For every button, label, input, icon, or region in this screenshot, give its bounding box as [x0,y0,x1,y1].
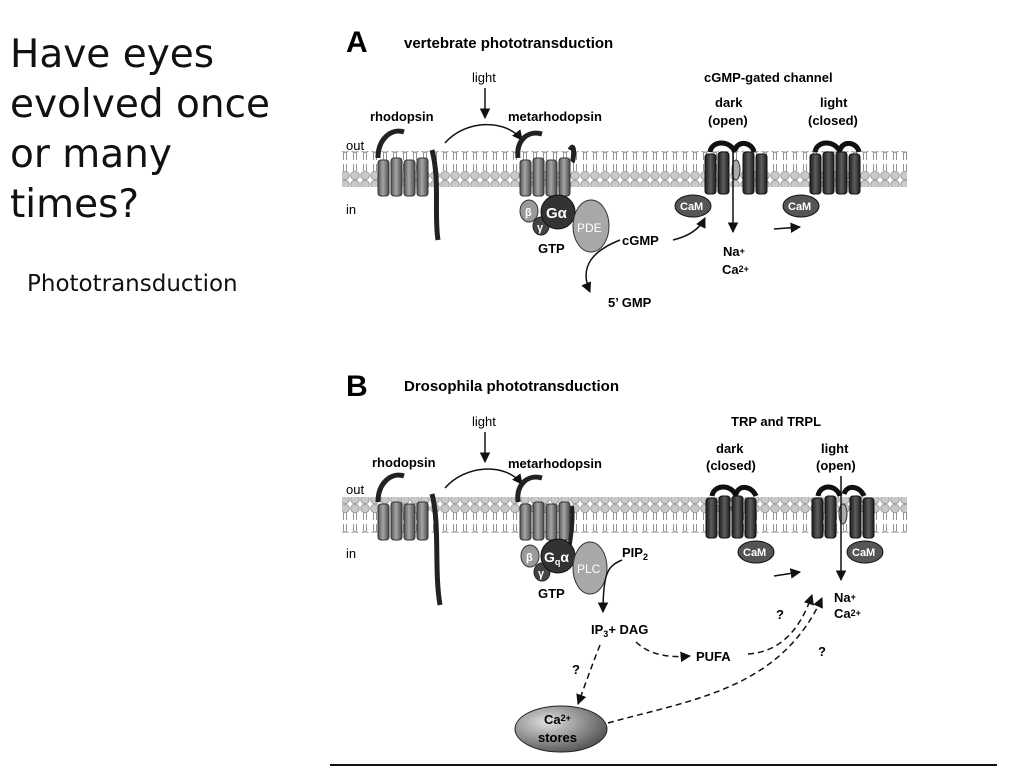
channel-title: TRP and TRPL [731,414,821,429]
light-state-heading: light [821,441,849,456]
g-alpha-subunit [540,194,576,230]
gq-alpha-label: Gqα [544,549,569,567]
trp-channel-open: CaM [811,476,884,582]
ca-label: Ca2+ [834,606,861,621]
cam-label: CaM [788,201,811,213]
gtp-label: GTP [538,586,565,601]
ca-stores [514,705,608,753]
light-state-heading: light [820,95,848,110]
store-to-channel-arrow [607,597,823,724]
trp-channel-closed: CaM [705,484,775,564]
na-label: Na+ [723,244,745,259]
plc-enzyme [572,541,608,595]
transducin-g-protein: β γ Gα GTP [519,194,576,256]
gtp-label: GTP [538,241,565,256]
gq-protein: β γ Gqα GTP [520,538,576,601]
question-mark: ? [776,607,784,622]
dark-label: dark [716,441,744,456]
pde-label: PDE [577,221,602,235]
calmodulin [846,540,884,564]
light-label: light [472,70,496,85]
cgmp-arrow [672,217,706,241]
pufa-label: PUFA [696,649,731,664]
cam-label: CaM [743,547,766,559]
transition-arrow [773,568,802,579]
slide-title: Have eyes evolved once or many times? [10,30,310,230]
beta-label: β [526,552,533,564]
transition-arrow [773,222,802,233]
light-state-label: (open) [816,458,856,473]
metarhodopsin-protein [515,474,575,556]
calmodulin [782,194,820,218]
channel-title: cGMP-gated channel [704,70,833,85]
rhodopsin-label: rhodopsin [372,455,436,470]
cgmp-channel-open: CaM [674,140,768,234]
panel-title: Drosophila phototransduction [404,378,619,395]
question-mark: ? [572,662,580,677]
in-label: in [346,202,356,217]
g-alpha-label: Gα [546,205,568,222]
phototransduction-figure: A vertebrate phototransduction out in li… [330,26,997,766]
panel-title: vertebrate phototransduction [404,35,613,52]
hydrolysis-arrow [581,239,621,293]
ca-stores-label-line2: stores [538,730,577,745]
pde-enzyme [572,199,610,253]
dark-state-label: (open) [708,113,748,128]
beta-subunit [519,199,539,223]
cgmp-channel-closed: CaM [782,140,862,218]
cam-label: CaM [680,201,703,213]
beta-subunit [520,544,540,568]
panel-b: B Drosophila phototransduction out in li… [342,370,907,753]
gamma-label: γ [538,568,545,580]
question-mark: ? [818,644,826,659]
out-label: out [346,482,364,497]
gamma-label: γ [537,222,544,234]
ca-label: Ca2+ [722,262,749,277]
five-gmp-label: 5’ GMP [608,295,652,310]
rhodopsin-protein [375,128,441,241]
pufa-to-channel-arrow [747,594,814,655]
slide-subtitle: Phototransduction [27,271,238,297]
dag-to-pufa-arrow [635,641,692,663]
in-label: in [346,546,356,561]
isomerization-arrow [444,123,523,144]
ip3-to-store-arrow [576,644,601,705]
dark-label: dark [715,95,743,110]
na-label: Na+ [834,590,856,605]
plc-label: PLC [577,562,601,576]
panel-letter: B [346,370,368,403]
pip2-label: PIP2 [622,545,648,562]
beta-label: β [525,207,532,219]
metarhodopsin-label: metarhodopsin [508,109,602,124]
panel-letter: A [346,26,368,59]
rhodopsin-label: rhodopsin [370,109,434,124]
light-label: light [472,414,496,429]
cam-label: CaM [852,547,875,559]
title-line: or many [10,132,172,177]
isomerization-arrow [444,468,523,489]
ca-stores-label: Ca2+ [544,712,571,727]
rhodopsin-protein [375,472,443,606]
out-label: out [346,138,364,153]
title-line: Have eyes [10,32,215,77]
metarhodopsin-protein [515,130,577,197]
cgmp-label: cGMP [622,233,659,248]
title-line: evolved once [10,82,271,127]
title-line: times? [10,182,140,227]
metarhodopsin-label: metarhodopsin [508,456,602,471]
pip2-hydrolysis-arrow [597,559,623,614]
ip3-dag-label: IP3+ DAG [591,622,648,639]
light-state-label: (closed) [808,113,858,128]
panel-a: A vertebrate phototransduction out in li… [342,26,907,310]
dark-state-label: (closed) [706,458,756,473]
calmodulin [674,194,712,218]
calmodulin [737,540,775,564]
